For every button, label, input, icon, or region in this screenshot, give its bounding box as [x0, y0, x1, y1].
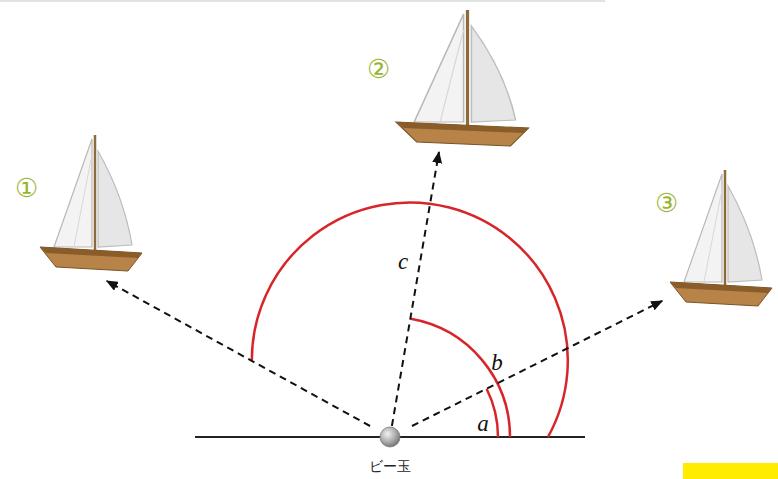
top-rule	[0, 0, 605, 2]
callout-number: ②	[367, 55, 390, 85]
marble: ビー玉	[365, 426, 415, 477]
dashed-arrow	[412, 301, 662, 426]
angle-arc	[252, 202, 568, 437]
marble-circle	[380, 427, 400, 447]
callout-number: ①	[15, 174, 38, 204]
callout-number: ③	[655, 189, 678, 219]
sailboat	[396, 10, 529, 146]
marble-label: ビー玉	[369, 458, 411, 474]
sailboat	[670, 170, 772, 306]
angle-label: b	[491, 351, 503, 374]
dashed-arrow	[107, 281, 370, 426]
sailboat-box: ①	[12, 130, 145, 278]
angle-label: a	[477, 412, 489, 435]
marble-circle	[379, 426, 401, 448]
dashed-arrow	[392, 152, 439, 426]
corner-tab	[683, 463, 778, 479]
sailboat-box: ②	[365, 5, 535, 150]
angle-label: c	[398, 250, 408, 273]
sailboat	[40, 135, 142, 271]
sailboat-box: ③	[652, 165, 775, 300]
